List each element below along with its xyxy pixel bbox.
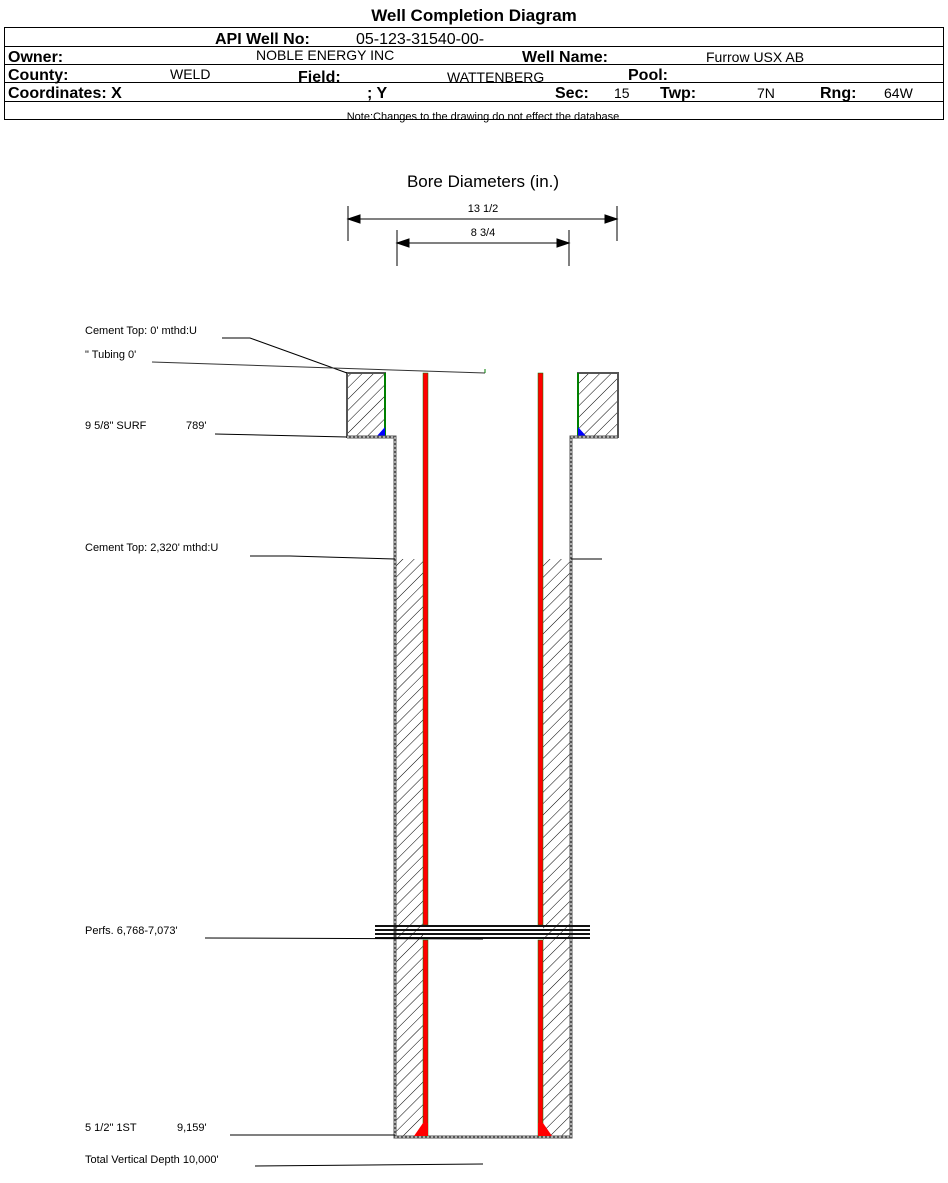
- cement-top-production-label: Cement Top: 2,320' mthd:U: [85, 542, 218, 554]
- surface-shoe-right-icon: [578, 427, 587, 437]
- inner-diameter-label: 8 3/4: [471, 227, 495, 239]
- casing-left-upper: [422, 372, 429, 926]
- rng-label: Rng:: [820, 85, 856, 102]
- coords-y-label: ; Y: [367, 85, 387, 102]
- field-value: WATTENBERG: [447, 69, 544, 85]
- borehole-outline: [347, 435, 618, 1139]
- outer-diameter-label: 13 1/2: [468, 203, 499, 215]
- diagram-title: Well Completion Diagram: [371, 6, 577, 25]
- production-cement-right: [543, 559, 571, 1136]
- twp-value: 7N: [757, 85, 775, 101]
- production-cement-left: [395, 559, 423, 1136]
- casing-left-lower: [422, 939, 429, 1137]
- note-text: Note:Changes to the drawing do not effec…: [347, 111, 620, 123]
- outer-dimension: [346, 206, 619, 241]
- county-value: WELD: [170, 66, 210, 82]
- casing-shoe-left-icon: [414, 1123, 428, 1136]
- api-value: 05-123-31540-00-: [356, 31, 484, 48]
- production-casing-label: 5 1/2" 1ST: [85, 1122, 137, 1134]
- production-casing-depth: 9,159': [177, 1122, 207, 1134]
- owner-value: NOBLE ENERGY INC: [256, 47, 394, 63]
- casing-right-upper: [537, 372, 544, 926]
- leader-lines: [151, 337, 602, 1167]
- coords-label: Coordinates: X: [8, 85, 122, 102]
- surface-casing-depth: 789': [186, 420, 206, 432]
- header-table: [4, 27, 944, 120]
- surface-cement-left: [346, 372, 386, 438]
- surface-shoe-left-icon: [376, 427, 385, 437]
- inner-dimension: [395, 230, 571, 266]
- county-label: County:: [8, 67, 68, 84]
- tvd-label: Total Vertical Depth 10,000': [85, 1154, 219, 1166]
- casing-right-lower: [537, 939, 544, 1137]
- field-label: Field:: [298, 69, 341, 86]
- cement-top-surface-label: Cement Top: 0' mthd:U: [85, 325, 197, 337]
- bore-title: Bore Diameters (in.): [407, 172, 559, 191]
- sec-value: 15: [614, 85, 630, 101]
- owner-label: Owner:: [8, 49, 63, 66]
- api-label: API Well No:: [215, 31, 310, 48]
- perfs-label: Perfs. 6,768-7,073': [85, 925, 178, 937]
- rng-value: 64W: [884, 85, 914, 101]
- well-name-value: Furrow USX AB: [706, 49, 804, 65]
- twp-label: Twp:: [660, 85, 696, 102]
- well-name-label: Well Name:: [522, 49, 608, 66]
- tubing-label: " Tubing 0': [85, 349, 136, 361]
- sec-label: Sec:: [555, 85, 589, 102]
- perforations: [375, 925, 590, 939]
- surface-casing-label: 9 5/8" SURF: [85, 420, 147, 432]
- casing-shoe-right-icon: [538, 1123, 552, 1136]
- surface-cement-right: [577, 372, 619, 438]
- pool-label: Pool:: [628, 67, 668, 84]
